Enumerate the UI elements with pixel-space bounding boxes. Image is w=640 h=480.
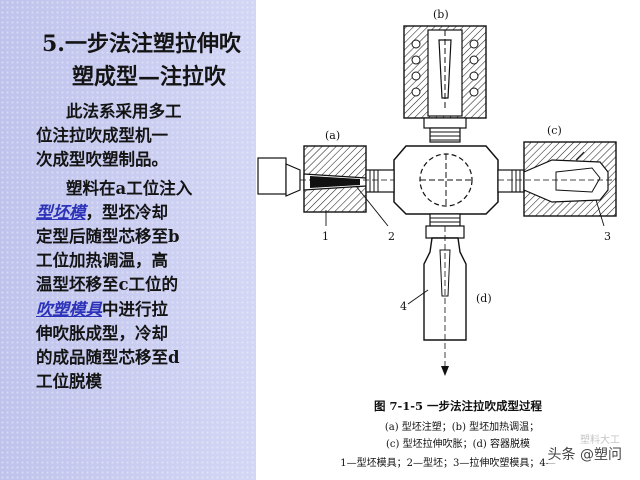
keyword-parison-mold-link[interactable]: 型坯模 [36, 202, 86, 222]
slide-title: 5.一步法注塑拉伸吹 塑成型—注拉吹 [42, 28, 256, 94]
figure-caption-line-1: (a) 型坯注塑；(b) 型坯加热调温； [384, 422, 540, 433]
process-line-9: 工位脱模 [36, 372, 102, 392]
figure-caption-line-3: 1—型坯模具；2—型坯；3—拉伸吹塑模具；4— [340, 458, 556, 469]
text-panel: 5.一步法注塑拉伸吹 塑成型—注拉吹 此法系采用多工 位注拉吹成型机一 次成型吹… [0, 0, 256, 480]
intro-line-2: 位注拉吹成型机一 [36, 126, 168, 146]
label-3: 3 [604, 230, 611, 243]
process-line-7: 伸吹胀成型，冷却 [36, 323, 168, 343]
figure-caption-title: 图 7-1-5 一步法注拉吹成型过程 [373, 399, 543, 413]
process-line-4: 工位加热调温，高 [36, 251, 168, 271]
title-line-1: 5.一步法注塑拉伸吹 [42, 31, 241, 57]
intro-line-1: 此法系采用多工 [66, 102, 182, 121]
watermark: 头条 @塑问 [547, 444, 622, 464]
label-b: (b) [433, 8, 449, 21]
process-line-6: 中进行拉 [102, 299, 168, 319]
watermark-faint: 塑料大工 [580, 435, 620, 446]
title-line-2: 塑成型—注拉吹 [72, 64, 227, 90]
process-line-1: 塑料在a工位注入 [66, 178, 193, 198]
station-a-injection [257, 145, 395, 213]
intro-paragraph: 此法系采用多工 位注拉吹成型机一 次成型吹塑制品。 [36, 100, 258, 173]
label-1: 1 [322, 230, 329, 243]
station-d-ejection [423, 213, 467, 376]
rotary-turret [393, 145, 499, 215]
label-4: 4 [400, 300, 407, 313]
body-text: 此法系采用多工 位注拉吹成型机一 次成型吹塑制品。 塑料在a工位注入 型坯模，型… [36, 100, 258, 394]
process-line-3: 定型后随型芯移至b [36, 227, 180, 247]
station-c-stretch-blow [497, 141, 617, 217]
figure-caption-line-2: (c) 型坯拉伸吹胀；(d) 容器脱模 [386, 439, 530, 450]
label-2: 2 [388, 230, 395, 243]
process-line-5: 温型坯移至c工位的 [36, 275, 179, 295]
station-b-heating [403, 25, 487, 143]
intro-line-3: 次成型吹塑制品。 [36, 150, 168, 170]
figure-panel: (b) (a) (c) (d) 1 2 3 4 图 7-1-5 一步法注拉吹成型… [256, 0, 640, 480]
keyword-blow-mold-link[interactable]: 吹塑模具 [36, 299, 102, 319]
process-line-8: 的成品随型芯移至d [36, 348, 180, 368]
process-paragraph: 塑料在a工位注入 型坯模，型坯冷却 定型后随型芯移至b 工位加热调温，高 温型坯… [36, 177, 258, 395]
label-a: (a) [325, 129, 340, 142]
label-c: (c) [547, 124, 562, 137]
injection-stretch-blow-diagram: (b) (a) (c) (d) 1 2 3 4 [257, 8, 617, 376]
label-d: (d) [476, 292, 492, 305]
process-line-2: ，型坯冷却 [85, 202, 169, 222]
